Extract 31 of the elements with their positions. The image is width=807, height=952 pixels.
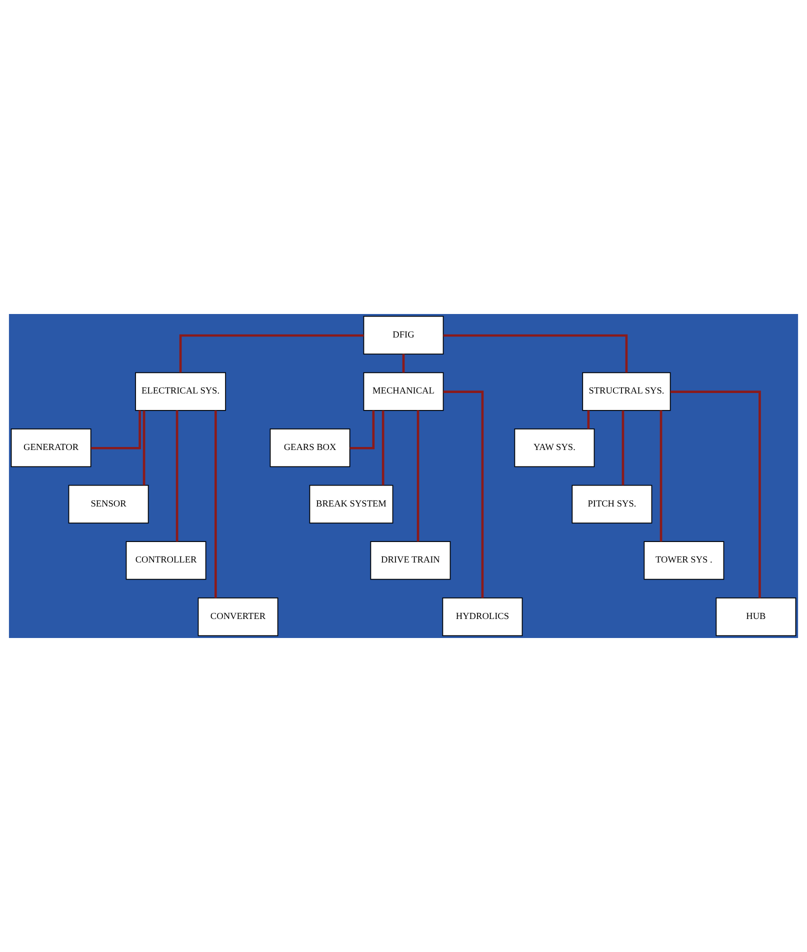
connector <box>350 410 375 450</box>
node-box: MECHANICAL <box>363 372 444 411</box>
node-box: HYDROLICS <box>442 598 523 636</box>
connector <box>587 410 590 429</box>
connector <box>622 410 624 486</box>
node-box: DFIG <box>363 316 444 354</box>
connector <box>142 410 146 486</box>
connector <box>214 410 217 598</box>
connector <box>382 410 384 486</box>
node-box: GENERATOR <box>10 428 92 468</box>
connector <box>660 410 662 542</box>
connector <box>443 390 484 598</box>
connector <box>443 334 628 373</box>
node-box: STRUCTRAL SYS. <box>582 372 671 411</box>
node-box: SENSOR <box>68 484 149 524</box>
connector <box>91 410 141 450</box>
connector <box>670 390 761 598</box>
connector <box>416 410 420 542</box>
node-box: BREAK SYSTEM <box>309 484 394 524</box>
node-box: HUB <box>716 598 796 636</box>
node-box: ELECTRICAL SYS. <box>135 372 226 411</box>
node-box: GEARS BOX <box>270 428 350 468</box>
connector <box>179 334 364 373</box>
connector <box>176 410 178 542</box>
node-box: DRIVE TRAIN <box>370 541 451 580</box>
node-box: YAW SYS. <box>514 428 595 468</box>
connector <box>402 354 405 373</box>
node-box: CONVERTER <box>198 598 278 636</box>
node-box: PITCH SYS. <box>572 484 652 524</box>
node-box: CONTROLLER <box>126 541 206 580</box>
node-box: TOWER SYS . <box>644 541 724 580</box>
